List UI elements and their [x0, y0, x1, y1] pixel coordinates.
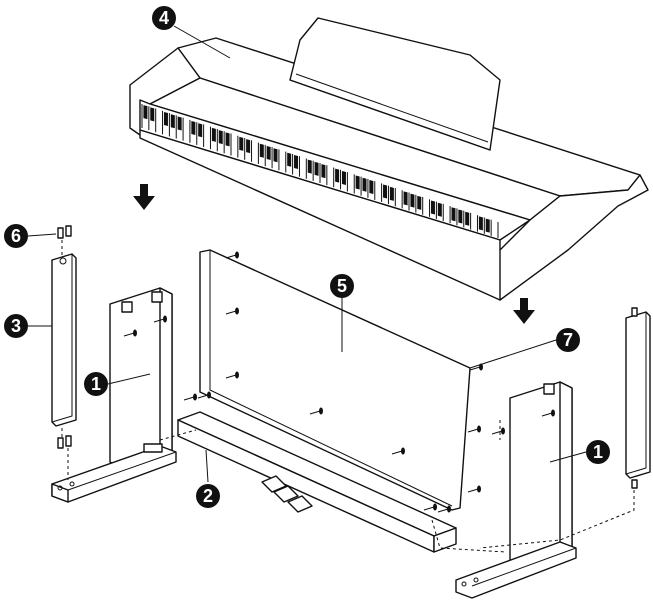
black-key — [164, 112, 168, 126]
black-key — [212, 128, 216, 142]
callout-2: 2 — [196, 484, 220, 508]
leader-line — [206, 450, 208, 482]
black-key — [287, 153, 291, 167]
black-key — [404, 191, 408, 205]
black-key — [308, 160, 312, 174]
callout-7-label: 7 — [563, 330, 573, 350]
black-key — [171, 114, 175, 128]
black-key — [363, 178, 367, 192]
black-key — [226, 132, 230, 146]
callout-3: 3 — [4, 314, 28, 338]
black-key — [294, 155, 298, 169]
callout-4: 4 — [152, 6, 176, 30]
black-key — [410, 194, 414, 208]
black-key — [143, 105, 147, 119]
black-key — [431, 200, 435, 214]
callout-6: 6 — [4, 224, 28, 248]
black-key — [356, 175, 360, 189]
black-key — [274, 148, 278, 162]
callout-2-label: 2 — [203, 486, 213, 506]
leader-line — [470, 340, 556, 368]
black-key — [260, 144, 264, 158]
left-leg-post — [52, 226, 76, 480]
black-key — [438, 203, 442, 217]
callout-5: 5 — [330, 274, 354, 298]
callout-6-label: 6 — [11, 226, 21, 246]
black-key — [246, 139, 250, 153]
black-key — [390, 187, 394, 201]
black-key — [342, 171, 346, 185]
screw-icon — [468, 426, 481, 433]
black-key — [321, 164, 325, 178]
screw-icon — [184, 394, 197, 401]
black-key — [219, 130, 223, 144]
black-key — [452, 207, 456, 221]
black-key — [458, 210, 462, 224]
black-key — [191, 121, 195, 135]
black-key — [383, 185, 387, 199]
black-key — [335, 169, 339, 183]
black-key — [465, 212, 469, 226]
callout-1-right-label: 1 — [593, 442, 603, 462]
screw-icon — [226, 252, 239, 259]
black-key — [239, 137, 243, 151]
screw-icon — [492, 428, 505, 435]
down-arrow-icon — [133, 184, 155, 210]
black-key — [479, 216, 483, 230]
black-key — [315, 162, 319, 176]
screw-icon — [424, 504, 437, 511]
callout-4-label: 4 — [159, 8, 169, 28]
black-key — [369, 180, 373, 194]
black-key — [178, 116, 182, 130]
black-key — [267, 146, 271, 160]
black-key — [417, 196, 421, 210]
black-key — [486, 219, 490, 233]
callout-1-right: 1 — [586, 440, 610, 464]
callout-5-label: 5 — [337, 276, 347, 296]
down-arrow-icon — [513, 298, 535, 324]
leader-line — [28, 234, 56, 236]
callout-7: 7 — [556, 328, 580, 352]
black-key — [198, 123, 202, 137]
callout-1-left-label: 1 — [91, 374, 101, 394]
black-key — [150, 107, 154, 121]
callout-3-label: 3 — [11, 316, 21, 336]
callout-1-left: 1 — [84, 372, 108, 396]
screw-icon — [468, 486, 481, 493]
